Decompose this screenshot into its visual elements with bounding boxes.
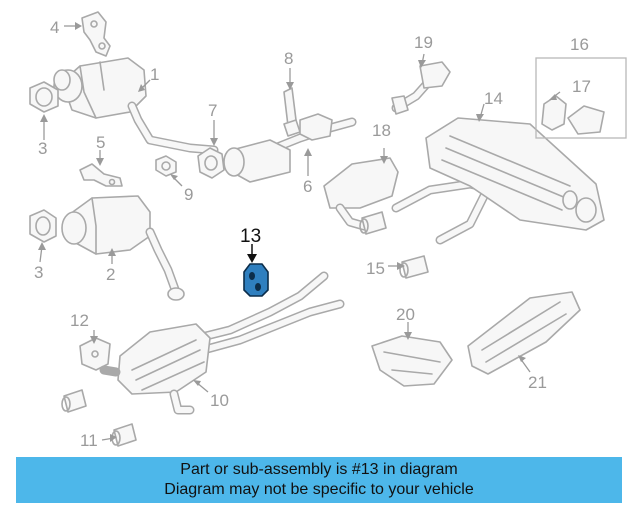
leader-13 <box>247 244 257 263</box>
banner-line-1: Part or sub-assembly is #13 in diagram <box>180 461 458 478</box>
callout-3-lower: 3 <box>34 263 43 282</box>
banner-line-2: Diagram may not be specific to your vehi… <box>164 481 474 498</box>
part-14-rear-muffler <box>391 117 605 245</box>
callout-4: 4 <box>50 18 59 37</box>
callout-20: 20 <box>396 305 415 324</box>
callout-6: 6 <box>303 177 312 196</box>
callout-15: 15 <box>366 259 385 278</box>
callout-16: 16 <box>570 35 589 54</box>
part-19-tailpipe <box>391 61 451 115</box>
part-6-front-pipe <box>223 113 357 183</box>
callout-14: 14 <box>484 89 503 108</box>
part-5-bracket <box>79 163 123 187</box>
part-15-clamps <box>359 211 429 279</box>
info-banner: Part or sub-assembly is #13 in diagram D… <box>16 457 622 503</box>
part-12-bracket <box>79 337 111 371</box>
callout-10: 10 <box>210 391 229 410</box>
callout-21: 21 <box>528 373 547 392</box>
part-8-hanger <box>283 87 301 137</box>
callout-13: 13 <box>240 226 261 247</box>
callout-9: 9 <box>184 185 193 204</box>
part-4-bracket <box>81 11 111 57</box>
callout-8: 8 <box>284 49 293 68</box>
callout-18: 18 <box>372 121 391 140</box>
part-20-heat-shield <box>371 335 453 387</box>
callout-11: 11 <box>80 431 98 450</box>
part-2-catalytic-converter <box>61 195 185 301</box>
callout-17: 17 <box>572 77 591 96</box>
callout-7: 7 <box>208 101 217 120</box>
callout-5: 5 <box>96 133 105 152</box>
callout-12: 12 <box>70 311 89 330</box>
part-9-nut <box>155 155 177 177</box>
callout-3-upper: 3 <box>38 139 47 158</box>
part-13-exhaust-hanger <box>243 263 269 297</box>
leader-lines <box>38 22 561 442</box>
callout-2: 2 <box>106 265 115 284</box>
part-3-gasket-upper <box>29 81 59 113</box>
callout-labels: 4 1 3 5 7 8 9 6 3 2 12 10 11 13 18 15 19… <box>34 18 591 450</box>
part-11-clamps <box>61 389 137 447</box>
callout-1: 1 <box>150 65 159 84</box>
part-7-gasket <box>197 147 225 179</box>
part-21-heat-shield <box>467 291 581 375</box>
part-10-front-muffler <box>99 271 345 415</box>
part-18-center-muffler <box>323 157 399 231</box>
part-16-box <box>535 57 627 139</box>
callout-19: 19 <box>414 33 433 52</box>
part-3-gasket-lower <box>29 209 57 243</box>
part-1-catalytic-converter <box>53 57 219 155</box>
